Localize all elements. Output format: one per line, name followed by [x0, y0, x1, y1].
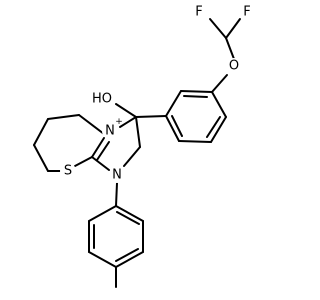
fluorine-atom-2: F	[239, 4, 255, 20]
bond-tolyl-1	[115, 205, 144, 222]
bond-c3-nplus	[119, 116, 137, 128]
atom-labels: F F O HO N + N S	[60, 4, 255, 183]
fluorine-label-1: F	[195, 5, 202, 20]
bond-phenyl-5	[210, 116, 227, 143]
bond-c6-c7	[33, 118, 49, 146]
bond-f1-chf2	[209, 18, 227, 39]
amine-nitrogen-atom: N	[109, 167, 125, 183]
bond-c8a-nplus	[91, 137, 105, 158]
cationic-nitrogen-atom: N +	[102, 117, 123, 139]
bond-tolyl-6	[88, 205, 117, 222]
bond-tolyl-1-inner	[116, 211, 140, 225]
bond-tolyl-4	[88, 251, 117, 268]
hydroxyl-group: HO	[90, 91, 115, 107]
bond-s-c8a	[74, 156, 93, 167]
cationic-nitrogen-label: N	[105, 124, 115, 139]
sulfur-label: S	[64, 164, 72, 179]
bond-f2-chf2	[225, 18, 241, 39]
bond-chf2-o	[225, 37, 235, 60]
bond-tolyl-3	[115, 251, 144, 268]
bond-c8a-nplus-double	[96, 141, 110, 161]
bond-o-aryl	[211, 74, 228, 93]
bond-phenyl-5-inner	[206, 116, 221, 138]
ether-oxygen-label: O	[229, 59, 239, 74]
sulfur-atom: S	[60, 163, 76, 179]
bond-n-tolyl	[115, 182, 118, 207]
bond-phenyl-1	[180, 90, 213, 93]
bonds	[33, 18, 241, 288]
bond-phenyl-1-inner	[183, 95, 208, 98]
fluorine-atom-1: F	[191, 4, 207, 20]
amine-nitrogen-label: N	[112, 168, 122, 183]
positive-charge-label: +	[115, 117, 123, 127]
bond-phenyl-c3	[135, 115, 167, 118]
bond-phenyl-6	[211, 91, 227, 118]
bond-c5-c6	[47, 114, 80, 120]
bond-nplus-c5	[78, 114, 105, 135]
bond-c3-oh	[115, 103, 137, 118]
bond-c3-ch2	[135, 116, 141, 148]
bond-phenyl-3	[165, 115, 180, 142]
ether-oxygen-atom: O	[226, 58, 242, 74]
bond-c7-c8	[33, 144, 49, 172]
molecule-structure: F F O HO N + N S	[33, 4, 255, 288]
bond-phenyl-2	[165, 90, 182, 117]
bond-phenyl-4	[178, 140, 212, 143]
bond-n-c8a	[91, 156, 110, 171]
hydroxyl-label: HO	[92, 92, 112, 107]
fluorine-label-2: F	[243, 5, 250, 20]
bond-tolyl-3-inner	[115, 248, 139, 262]
bond-phenyl-3-inner	[171, 115, 183, 137]
bond-ch2-n	[123, 146, 141, 167]
